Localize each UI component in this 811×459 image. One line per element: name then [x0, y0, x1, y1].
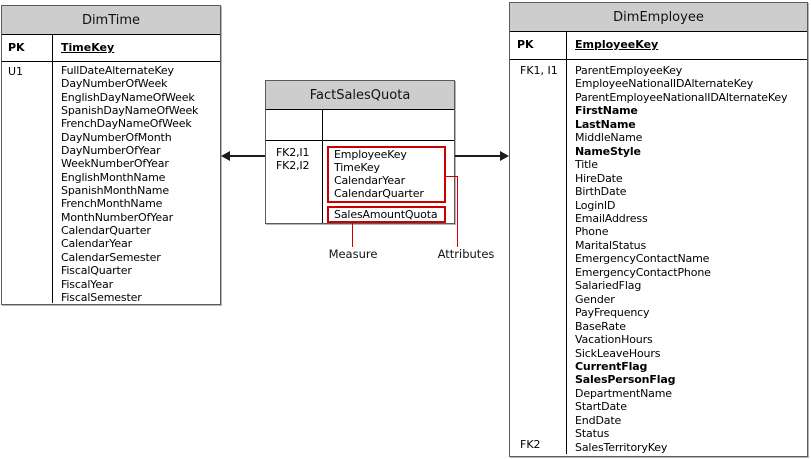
field-name: SalesAmountQuota	[334, 208, 438, 221]
fk-top-label: FK1, I1	[520, 64, 558, 77]
empty-pk-cell	[266, 110, 323, 140]
fk-labels: FK1, I1 FK2	[510, 60, 567, 454]
index-label: U1	[2, 62, 53, 303]
field-name: FiscalQuarter	[61, 264, 132, 278]
field-name: CalendarQuarter	[334, 187, 424, 200]
field-name: BaseRate	[575, 319, 626, 333]
field-name: FrenchMonthName	[61, 197, 163, 211]
field-name: CalendarYear	[334, 174, 405, 187]
table-title-factsalesquota: FactSalesQuota	[266, 81, 454, 110]
field-name: SalesPersonFlag	[575, 373, 676, 387]
field-name: Phone	[575, 225, 609, 239]
pk-label: PK	[2, 35, 53, 61]
arrowhead-to-dimemployee	[500, 151, 509, 161]
field-name: Gender	[575, 292, 615, 306]
field-name: ParentEmployeeKey	[575, 64, 683, 77]
field-name: EmergencyContactName	[575, 252, 710, 266]
field-name: LoginID	[575, 198, 616, 212]
field-name: ParentEmployeeNationalIDAlternateKey	[575, 90, 788, 104]
attributes-callout-line-vertical	[457, 176, 458, 247]
field-name: EndDate	[575, 413, 622, 427]
field-name: Status	[575, 427, 610, 441]
field-name: SpanishMonthName	[61, 184, 169, 198]
field-name: CalendarSemester	[61, 250, 161, 264]
table-title-dimtime: DimTime	[2, 6, 220, 35]
field-name: CurrentFlag	[575, 359, 648, 373]
field-name: WeekNumberOfYear	[61, 157, 169, 171]
attributes-label: Attributes	[437, 247, 495, 261]
field-name: CalendarYear	[61, 237, 132, 251]
field-name: FullDateAlternateKey	[61, 64, 174, 77]
pk-label: PK	[510, 32, 567, 59]
field-name: CalendarQuarter	[61, 224, 151, 238]
field-name: MiddleName	[575, 131, 643, 145]
field-name: EnglishDayNameOfWeek	[61, 90, 195, 104]
field-name: DayNumberOfYear	[61, 144, 161, 158]
field-name: LastName	[575, 117, 636, 131]
field-name: SpanishDayNameOfWeek	[61, 104, 199, 118]
field-name: StartDate	[575, 400, 627, 414]
field-name: FiscalYear	[61, 277, 113, 291]
field-name: FK2,I1	[276, 146, 310, 159]
measure-callout-line	[352, 222, 353, 247]
arrowhead-to-dimtime	[221, 151, 230, 161]
field-name: HireDate	[575, 171, 623, 185]
field-name: EmailAddress	[575, 211, 648, 225]
field-name: PayFrequency	[575, 306, 650, 320]
field-name: Title	[575, 158, 598, 172]
field-name: NameStyle	[575, 144, 641, 158]
field-name: BirthDate	[575, 185, 627, 199]
field-name: EmergencyContactPhone	[575, 265, 711, 279]
field-name: EnglishMonthName	[61, 170, 166, 184]
fk-bottom-label: FK2	[520, 438, 541, 451]
field-name: DayNumberOfWeek	[61, 77, 168, 91]
attributes-callout-line-horizontal	[446, 176, 458, 177]
field-name: SalariedFlag	[575, 279, 642, 293]
table-dimemployee: DimEmployee PK EmployeeKey FK1, I1 FK2 P…	[509, 2, 808, 457]
field-name: FiscalSemester	[61, 290, 142, 304]
relationship-line-dimemployee	[455, 155, 501, 157]
field-name: EmployeeKey	[334, 148, 407, 161]
field-name: MaritalStatus	[575, 238, 647, 252]
field-name: FrenchDayNameOfWeek	[61, 117, 192, 131]
table-title-dimemployee: DimEmployee	[510, 3, 807, 32]
field-name: SalesTerritoryKey	[575, 440, 668, 454]
field-name: VacationHours	[575, 333, 653, 347]
relationship-line-dimtime	[229, 155, 265, 157]
measure-label: Measure	[328, 247, 378, 261]
pk-field-name: TimeKey	[61, 41, 115, 54]
field-name: DepartmentName	[575, 386, 672, 400]
field-name: DayNumberOfMonth	[61, 130, 172, 144]
pk-field-name: EmployeeKey	[575, 38, 659, 51]
field-name: TimeKey	[334, 161, 380, 174]
field-name: EmployeeNationalIDAlternateKey	[575, 77, 754, 91]
field-name: FK2,I2	[276, 159, 310, 173]
table-dimtime: DimTime PK TimeKey U1 FullDateAlternateK…	[1, 5, 221, 305]
field-name: SickLeaveHours	[575, 346, 661, 360]
field-name: MonthNumberOfYear	[61, 210, 173, 224]
field-name: FirstName	[575, 104, 638, 118]
measure-highlight-box: SalesAmountQuota	[327, 206, 446, 223]
pk-row: PK TimeKey	[2, 35, 220, 62]
empty-pk-row	[266, 110, 454, 141]
pk-row: PK EmployeeKey	[510, 32, 807, 60]
